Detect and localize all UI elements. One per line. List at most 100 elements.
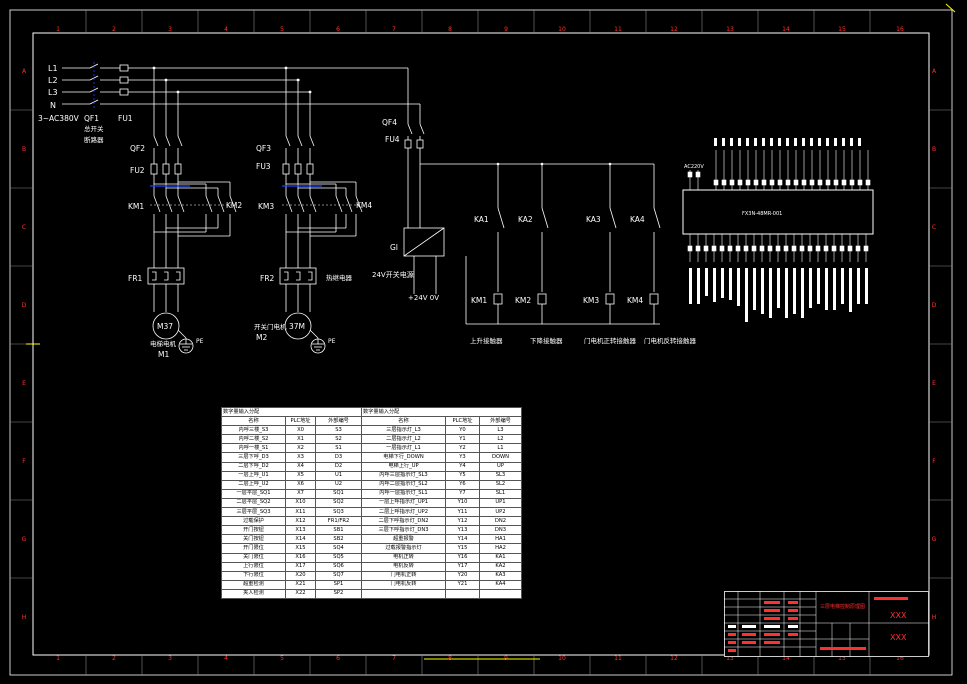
io-table-cell: X13 <box>285 525 316 536</box>
io-title-outputs: 数字量输入分配 <box>361 406 522 418</box>
io-table-cell: X5 <box>285 470 316 481</box>
io-table-cell: X17 <box>285 561 316 572</box>
zone-row-c-right: C <box>932 224 936 231</box>
io-table-cell: 电机正转 <box>361 552 446 563</box>
label-fr2: FR2 <box>260 274 275 283</box>
io-table-cell: UP <box>479 461 522 472</box>
zone-row-b-right: B <box>932 146 936 153</box>
zone-col-2-bottom: 2 <box>112 655 116 662</box>
label-motor2: 37M <box>289 322 305 331</box>
io-table-cell: UP1 <box>479 497 522 509</box>
io-table-title-row: 数字量输入分配 数字量输入分配 <box>221 406 522 418</box>
io-table-cell: Y3 <box>445 452 480 463</box>
io-table-cell: 内呼二层指示灯_SL2 <box>361 479 446 490</box>
io-table-cell: X1 <box>285 434 316 445</box>
io-header-ext-out: 外部编号 <box>479 416 522 427</box>
zone-row-h: H <box>22 614 27 621</box>
power-bus <box>62 63 421 136</box>
io-table-cell: 二层平层_SQ2 <box>221 497 286 509</box>
io-table-cell: 超重报警 <box>361 534 446 545</box>
zone-col-11: 11 <box>614 26 622 33</box>
plc-bottom-glyphs <box>689 268 868 322</box>
zone-col-9-bottom: 9 <box>504 655 508 662</box>
zone-row-g-right: G <box>932 536 937 543</box>
io-table-cell: L1 <box>479 443 522 454</box>
label-l1: L1 <box>48 64 58 73</box>
zone-row-c: C <box>22 224 26 231</box>
io-table-cell: KA3 <box>479 570 522 581</box>
label-n: N <box>50 101 56 110</box>
zone-col-6-bottom: 6 <box>336 655 340 662</box>
caption-km2: 下降接触器 <box>530 336 563 345</box>
io-table-cell: X4 <box>285 461 316 472</box>
io-table-cell: 二层上呼_U2 <box>221 479 286 490</box>
zone-col-8-bottom: 8 <box>448 655 452 662</box>
io-table-cell: Y2 <box>445 443 480 454</box>
io-table-cell: X10 <box>285 497 316 509</box>
label-fr2-note: 热继电器 <box>326 273 353 282</box>
bus-junctions <box>152 66 312 94</box>
io-table-cell: KA4 <box>479 579 522 590</box>
label-ka3: KA3 <box>586 215 601 224</box>
label-km4-power: KM4 <box>356 201 372 210</box>
label-qf1: QF1 <box>84 114 99 123</box>
label-qf4: QF4 <box>382 118 397 127</box>
io-table-cell: Y7 <box>445 488 480 499</box>
zone-col-15: 15 <box>838 26 846 33</box>
label-motor2-name: 开关门电机 <box>254 322 287 331</box>
label-pe2: PE <box>328 338 336 345</box>
zone-col-3-bottom: 3 <box>168 655 172 662</box>
label-plc-supply: AC220V <box>684 164 704 170</box>
io-table-cell: Y14 <box>445 534 480 545</box>
zone-ticks <box>10 10 952 675</box>
zone-row-f: F <box>22 458 26 465</box>
control-circuit <box>403 123 661 325</box>
zone-col-6: 6 <box>336 26 340 33</box>
zone-col-2: 2 <box>112 26 116 33</box>
caption-km1: 上升接触器 <box>470 336 503 345</box>
zone-letters: A B C D E F G H A B C D E F G H <box>22 68 937 621</box>
io-table-cell: HA1 <box>479 534 522 545</box>
io-table-cell: 电梯下行_DOWN <box>361 452 446 463</box>
io-table-header-row: 名称 PLC地址 外部编号 名称 PLC地址 外部编号 <box>221 416 522 427</box>
io-table-cell: U1 <box>315 470 362 481</box>
zone-col-10: 10 <box>558 26 566 33</box>
io-table-cell: Y1 <box>445 434 480 445</box>
io-table-cell: 三层下呼指示灯_DN3 <box>361 525 446 536</box>
label-motor2-tag: M2 <box>256 333 267 342</box>
caption-km4: 门电机反转接触器 <box>644 336 697 345</box>
io-table-cell: X7 <box>285 488 316 499</box>
io-table-cell <box>445 588 480 600</box>
io-table-cell: Y10 <box>445 497 480 509</box>
motor1-branch <box>147 135 237 354</box>
zone-col-14: 14 <box>782 26 790 33</box>
label-motor1-tag: M1 <box>158 350 169 359</box>
io-table-cell: SQ7 <box>315 570 362 581</box>
zone-col-3: 3 <box>168 26 172 33</box>
label-fu3: FU3 <box>256 162 271 171</box>
io-table-cell: 关门按钮 <box>221 534 286 545</box>
io-table-cell: SQ5 <box>315 552 362 563</box>
label-psu-out: +24V 0V <box>408 294 439 302</box>
zone-col-1-bottom: 1 <box>56 655 60 662</box>
label-pe1: PE <box>196 338 204 345</box>
io-table-cell: Y11 <box>445 507 480 518</box>
zone-col-13: 13 <box>726 26 734 33</box>
zone-col-11-bottom: 11 <box>614 655 622 662</box>
label-km1-power: KM1 <box>128 202 144 211</box>
label-qf2: QF2 <box>130 144 145 153</box>
zone-numbers: 1 2 3 4 5 6 7 8 9 10 11 12 13 14 15 16 1… <box>56 26 904 662</box>
io-table-cell: Y13 <box>445 525 480 536</box>
io-table-cell: 三层指示灯_L3 <box>361 425 446 436</box>
